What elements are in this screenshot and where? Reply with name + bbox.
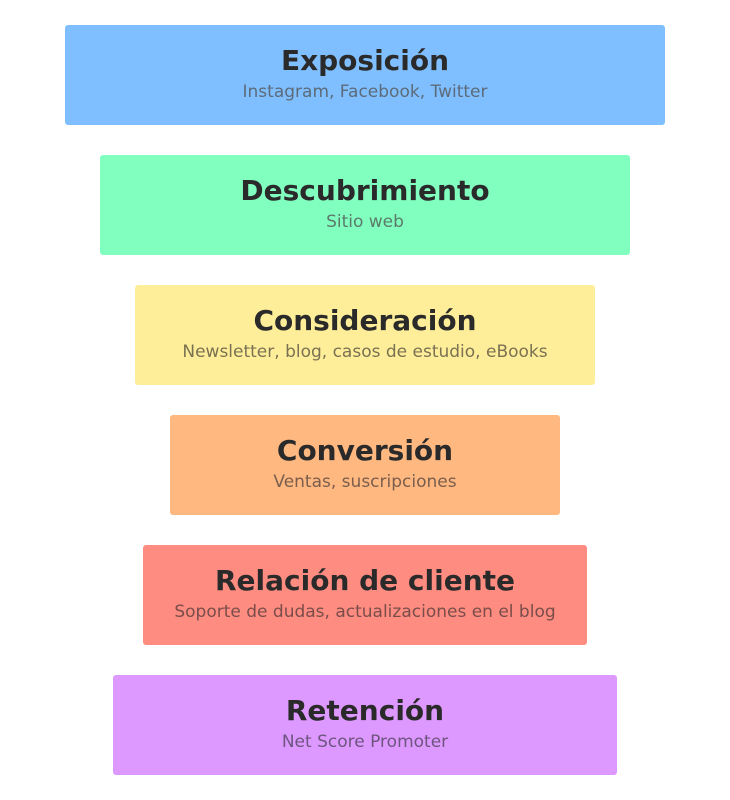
- stage-exposicion: Exposición Instagram, Facebook, Twitter: [65, 25, 665, 125]
- stage-subtitle: Soporte de dudas, actualizaciones en el …: [174, 602, 556, 622]
- stage-subtitle: Sitio web: [326, 212, 404, 232]
- stage-title: Consideración: [253, 304, 477, 337]
- stage-title: Conversión: [276, 434, 454, 467]
- stage-title: Relación de cliente: [214, 564, 516, 597]
- stage-title: Descubrimiento: [240, 174, 490, 207]
- stage-conversion: Conversión Ventas, suscripciones: [170, 415, 560, 515]
- stage-descubrimiento: Descubrimiento Sitio web: [100, 155, 630, 255]
- stage-subtitle: Ventas, suscripciones: [273, 472, 457, 492]
- stage-retencion: Retención Net Score Promoter: [113, 675, 617, 775]
- stage-title: Retención: [285, 694, 445, 727]
- stage-subtitle: Instagram, Facebook, Twitter: [242, 82, 488, 102]
- stage-subtitle: Newsletter, blog, casos de estudio, eBoo…: [182, 342, 548, 362]
- stage-consideracion: Consideración Newsletter, blog, casos de…: [135, 285, 595, 385]
- stage-relacion-de-cliente: Relación de cliente Soporte de dudas, ac…: [143, 545, 587, 645]
- stage-subtitle: Net Score Promoter: [281, 732, 449, 752]
- stage-title: Exposición: [280, 44, 450, 77]
